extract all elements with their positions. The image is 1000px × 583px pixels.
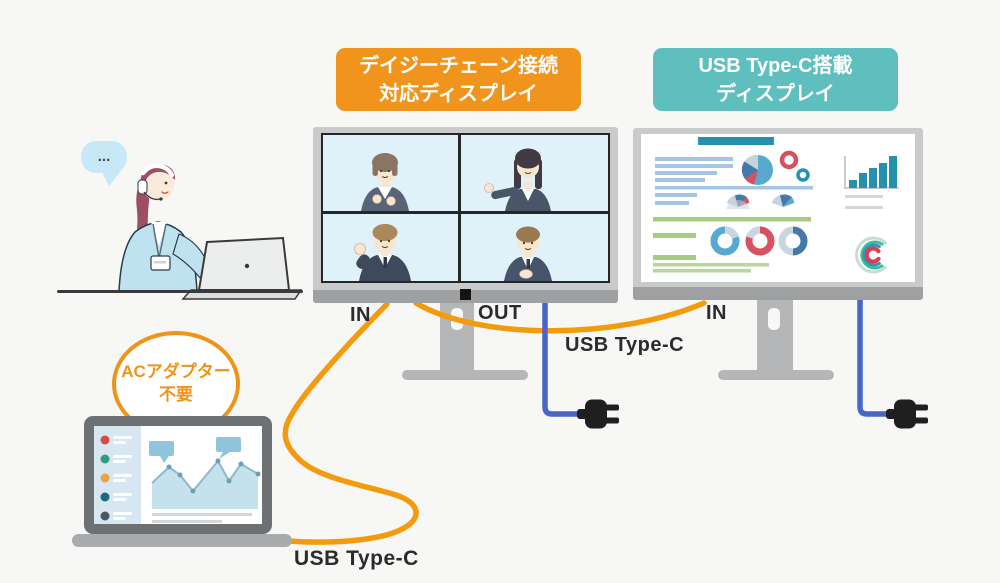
mini-donut-red — [779, 150, 799, 170]
cable-label-usbc-bottom: USB Type-C — [294, 547, 419, 570]
monitor-usbc — [633, 128, 923, 300]
video-call-screen — [321, 133, 610, 283]
power-plug-icon — [577, 399, 619, 429]
bar-chart — [844, 156, 899, 209]
daisy-chain-label-line2: 対応ディスプレイ — [379, 82, 538, 105]
speech-bubble-dots: ... — [98, 148, 111, 165]
daisy-chain-display-label: デイジーチェーン接続 対応ディスプレイ — [336, 48, 581, 111]
usbc-label-line2: ディスプレイ — [716, 82, 835, 105]
desk-line — [57, 290, 303, 293]
monitor-stand-neck — [440, 296, 474, 372]
dashboard-title-bar — [698, 137, 774, 145]
gauge-chart-left — [726, 194, 750, 209]
monitor-stand-neck — [757, 296, 793, 372]
donut-charts-row — [710, 226, 808, 256]
mini-donut-teal — [796, 168, 810, 182]
port-label-in-monitor2: IN — [706, 302, 727, 324]
port-label-in-monitor1: IN — [350, 304, 371, 326]
monitor-stand-base — [402, 370, 528, 380]
operator-laptop — [181, 236, 303, 300]
laptop-line-chart — [149, 437, 261, 523]
monitor-daisy-chain — [313, 127, 618, 303]
video-participant-bottom-left — [354, 224, 411, 281]
daisy-chain-label-line1: デイジーチェーン接続 — [359, 54, 558, 77]
arc-chart — [855, 236, 887, 274]
port-label-out-monitor1: OUT — [478, 302, 522, 324]
ac-badge-line2: 不要 — [159, 385, 193, 404]
operator-person — [118, 163, 213, 293]
laptop-sidebar-items — [100, 435, 132, 521]
power-cable-monitor2 — [857, 296, 893, 417]
usbc-label-line1: USB Type-C搭載 — [698, 54, 853, 77]
gauge-chart-right — [771, 194, 795, 207]
video-participant-bottom-right — [504, 226, 552, 281]
speech-bubble-icon: ... — [81, 141, 127, 186]
dashboard-text-lines-blue — [655, 157, 813, 205]
stand-cable-slot — [768, 308, 780, 330]
dashboard-screen — [641, 134, 915, 282]
laptop — [72, 416, 292, 547]
monitor-bezel — [633, 287, 923, 300]
stand-cable-slot — [451, 308, 463, 330]
video-participant-top-right — [484, 148, 551, 211]
monitor-stand-base — [718, 370, 834, 380]
usbc-display-label: USB Type-C搭載 ディスプレイ — [653, 48, 898, 111]
pie-chart — [741, 154, 773, 185]
video-participant-top-left — [361, 153, 409, 211]
operator-illustration: ... — [57, 141, 303, 300]
ac-badge-line1: ACアダプター — [121, 362, 231, 382]
laptop-base — [72, 534, 292, 547]
cable-label-usbc-mid: USB Type-C — [565, 334, 685, 356]
usbc-cable-laptop-to-monitor — [282, 301, 419, 545]
dashboard-text-lines-green — [653, 217, 811, 273]
monitor-power-sensor — [459, 289, 471, 300]
power-plug-icon — [886, 399, 928, 429]
